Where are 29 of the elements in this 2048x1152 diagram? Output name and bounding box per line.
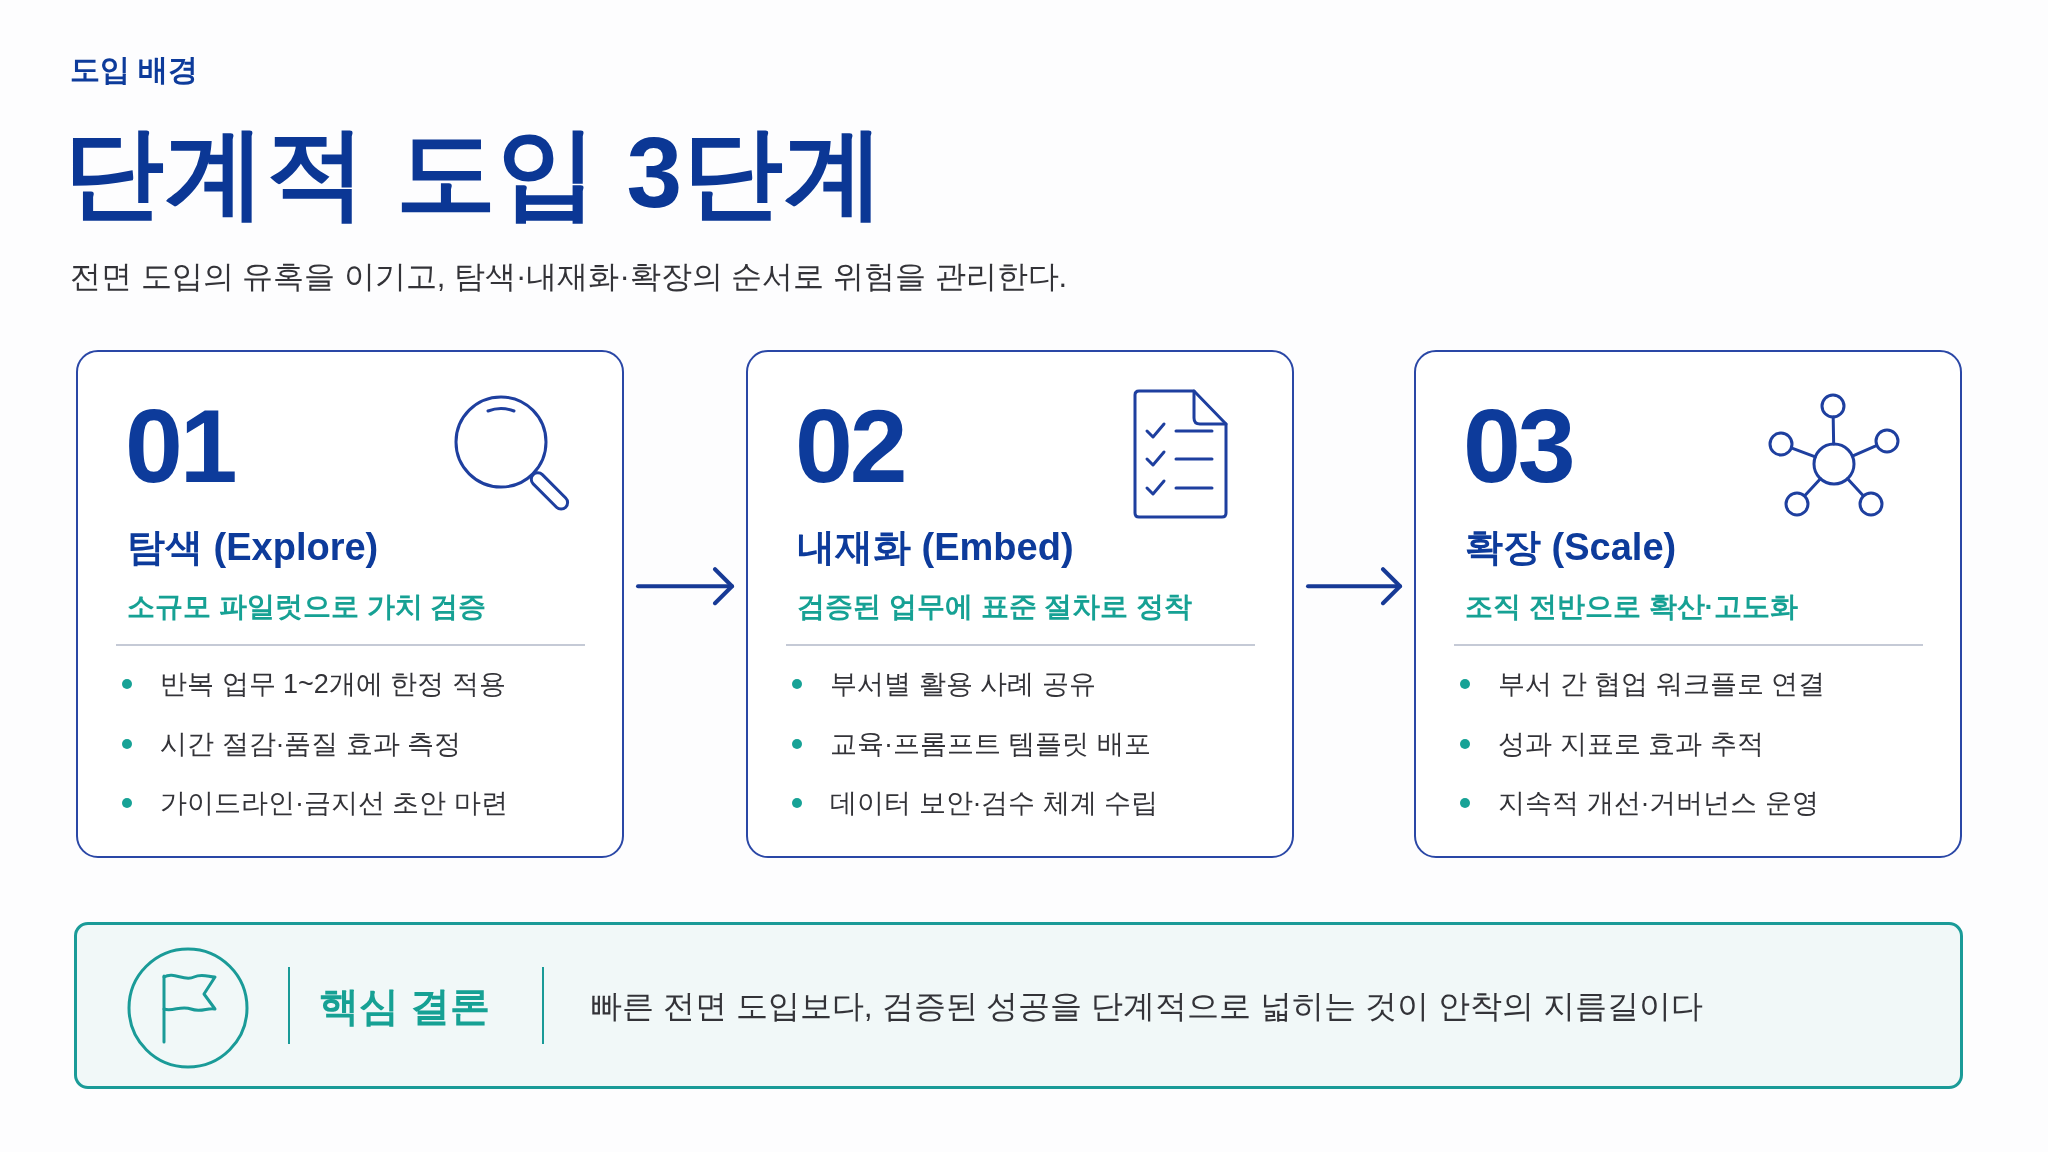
conclusion-heading: 핵심 결론 [319,983,491,1030]
step-summary: 조직 전반으로 확산·고도화 [1465,590,1798,624]
section-label: 도입 배경 [70,52,199,88]
bullet-text: 성과 지표로 효과 추적 [1498,727,1764,761]
arrow [636,567,734,606]
step-heading: 탐색 (Explore) [127,525,379,570]
bullet-text: 반복 업무 1~2개에 한정 적용 [160,668,506,701]
step-summary: 검증된 업무에 표준 절차로 정착 [797,590,1193,624]
step-number: 02 [795,394,905,498]
bullet-text: 부서 간 협업 워크플로 연결 [1498,668,1825,701]
step-card [746,350,1294,858]
title: 단계적 도입 3단계 [64,115,886,230]
subtitle: 전면 도입의 유혹을 이기고, 탐색·내재화·확장의 순서로 위험을 관리한다. [70,258,1068,296]
bullet-text: 시간 절감·품질 효과 측정 [160,727,462,761]
step-heading: 확장 (Scale) [1465,525,1677,570]
step-summary: 소규모 파일럿으로 가치 검증 [127,590,487,624]
bullet-text: 교육·프롬프트 템플릿 배포 [830,727,1151,761]
arrow [1306,567,1402,606]
bullet-text: 지속적 개선·거버넌스 운영 [1498,787,1819,820]
bullet-text: 부서별 활용 사례 공유 [830,668,1096,701]
step-number: 01 [125,394,235,498]
conclusion-text: 빠른 전면 도입보다, 검증된 성공을 단계적으로 넓히는 것이 안착의 지름길이다 [590,987,1703,1026]
step-card [1414,350,1962,858]
step-number: 03 [1463,394,1573,498]
bullet-text: 가이드라인·금지선 초안 마련 [160,787,508,820]
bullet-text: 데이터 보안·검수 체계 수립 [830,787,1159,820]
step-card [76,350,624,858]
conclusion-banner [74,922,1963,1089]
step-heading: 내재화 (Embed) [797,525,1074,570]
